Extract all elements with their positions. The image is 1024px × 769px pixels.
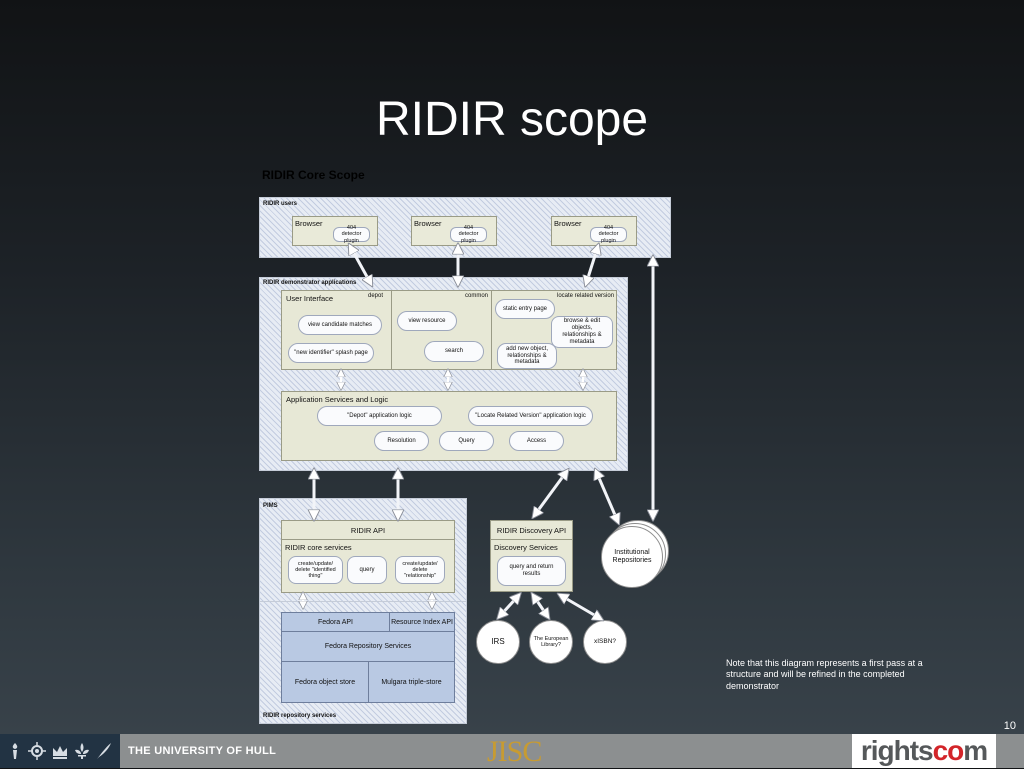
browser-label-1: Browser (295, 219, 323, 228)
mulgara-box: Mulgara triple-store (368, 661, 455, 703)
users-section-label: RIDIR users (263, 201, 298, 207)
locate-logic-pill: "Locate Related Version" application log… (468, 406, 593, 426)
university-name: THE UNIVERSITY OF HULL (128, 745, 277, 757)
resource-index-api-box: Resource Index API (389, 612, 455, 632)
access-pill: Access (509, 431, 564, 451)
irs-circle: IRS (476, 620, 520, 664)
arrow-discovery-europeanlib (533, 595, 548, 617)
slide-title: RIDIR scope (375, 93, 649, 146)
arrow-discovery-irs (499, 595, 519, 617)
locate-label: locate related version (557, 293, 615, 299)
fleur-de-lis-icon (75, 743, 90, 759)
fedora-object-store-box: Fedora object store (281, 661, 369, 703)
discovery-divider (491, 539, 572, 540)
page-number: 10 (1003, 720, 1016, 732)
ui-title: User Interface (286, 294, 334, 303)
fedora-repo-services-box: Fedora Repository Services (281, 631, 455, 662)
query-return-pill: query and return results (497, 556, 566, 586)
depot-logic-pill: "Depot" application logic (317, 406, 442, 426)
static-entry-pill: static entry page (495, 299, 555, 319)
fedora-api-box: Fedora API (281, 612, 390, 632)
browser-box-3: Browser 404 detector plugin (551, 216, 637, 246)
hull-crest-block (0, 734, 120, 768)
plugin-pill-2: 404 detector plugin (450, 225, 487, 244)
users-section: RIDIR users Browser 404 detector plugin … (259, 197, 671, 258)
view-resource-pill: view resource (397, 311, 457, 331)
european-library-circle: The European Library? (529, 620, 573, 664)
plugin-pill-1: 404 detector plugin (333, 225, 370, 244)
slide-note: Note that this diagram represents a firs… (726, 658, 923, 691)
sun-gear-icon (27, 742, 46, 760)
arrow-apps-discovery (534, 471, 567, 516)
pims-label: PIMS (263, 503, 278, 509)
app-logic-box: Application Services and Logic "Depot" a… (281, 391, 617, 461)
rightscom-logo: rightscom (852, 734, 996, 768)
institutional-repositories: Institutional Repositories (601, 526, 663, 588)
repo-section-label: RIDIR repository services (263, 713, 337, 719)
ridir-api-box: RIDIR API RIDIR core services create/upd… (281, 520, 455, 593)
browse-edit-pill: browse & edit objects, relationships & m… (551, 316, 613, 348)
create-thing-pill: create/update/ delete "identified thing" (288, 556, 343, 584)
search-pill: search (424, 341, 484, 362)
discovery-services-label: Discovery Services (494, 543, 558, 552)
arrow-apps-institutional (596, 471, 618, 522)
browser-label-2: Browser (414, 219, 442, 228)
apps-section-label: RIDIR demonstrator applications (263, 280, 357, 286)
query-logic-pill: Query (439, 431, 494, 451)
diagram-title: RIDIR Core Scope (262, 168, 365, 182)
create-relationship-pill: create/update/ delete "relationship" (395, 556, 445, 584)
crown-icon (52, 746, 67, 759)
browser-box-2: Browser 404 detector plugin (411, 216, 497, 246)
torch-icon (12, 743, 17, 759)
ui-divider-2 (491, 291, 492, 369)
rightscom-wordmark: rightscom (860, 735, 988, 766)
quill-icon (97, 743, 112, 759)
app-logic-title: Application Services and Logic (286, 395, 389, 404)
browser-box-1: Browser 404 detector plugin (292, 216, 378, 246)
ridir-api-divider (282, 539, 454, 540)
ridir-api-label: RIDIR API (350, 526, 386, 535)
ui-divider-1 (391, 291, 392, 369)
common-label: common (465, 293, 489, 299)
user-interface-box: User Interface depot common locate relat… (281, 290, 617, 370)
view-candidate-pill: view candidate matches (298, 315, 382, 335)
core-services-label: RIDIR core services (285, 543, 352, 552)
resolution-pill: Resolution (374, 431, 429, 451)
add-new-pill: add new object, relationships & metadata (497, 343, 557, 369)
xisbn-circle: xISBN? (583, 620, 627, 664)
discovery-box: RIDIR Discovery API Discovery Services q… (490, 520, 573, 592)
plugin-pill-3: 404 detector plugin (590, 225, 627, 244)
discovery-api-label: RIDIR Discovery API (496, 526, 567, 535)
apps-section: RIDIR demonstrator applications User Int… (259, 277, 628, 471)
query-pims-pill: query (347, 556, 387, 584)
pims-repo-divider (260, 601, 466, 602)
new-identifier-pill: "new identifier" splash page (288, 343, 374, 363)
pims-section: PIMS RIDIR API RIDIR core services creat… (259, 498, 467, 724)
browser-label-3: Browser (554, 219, 582, 228)
arrow-discovery-xisbn (560, 595, 601, 619)
depot-label: depot (368, 293, 384, 299)
jisc-logo: JISC (487, 735, 542, 768)
